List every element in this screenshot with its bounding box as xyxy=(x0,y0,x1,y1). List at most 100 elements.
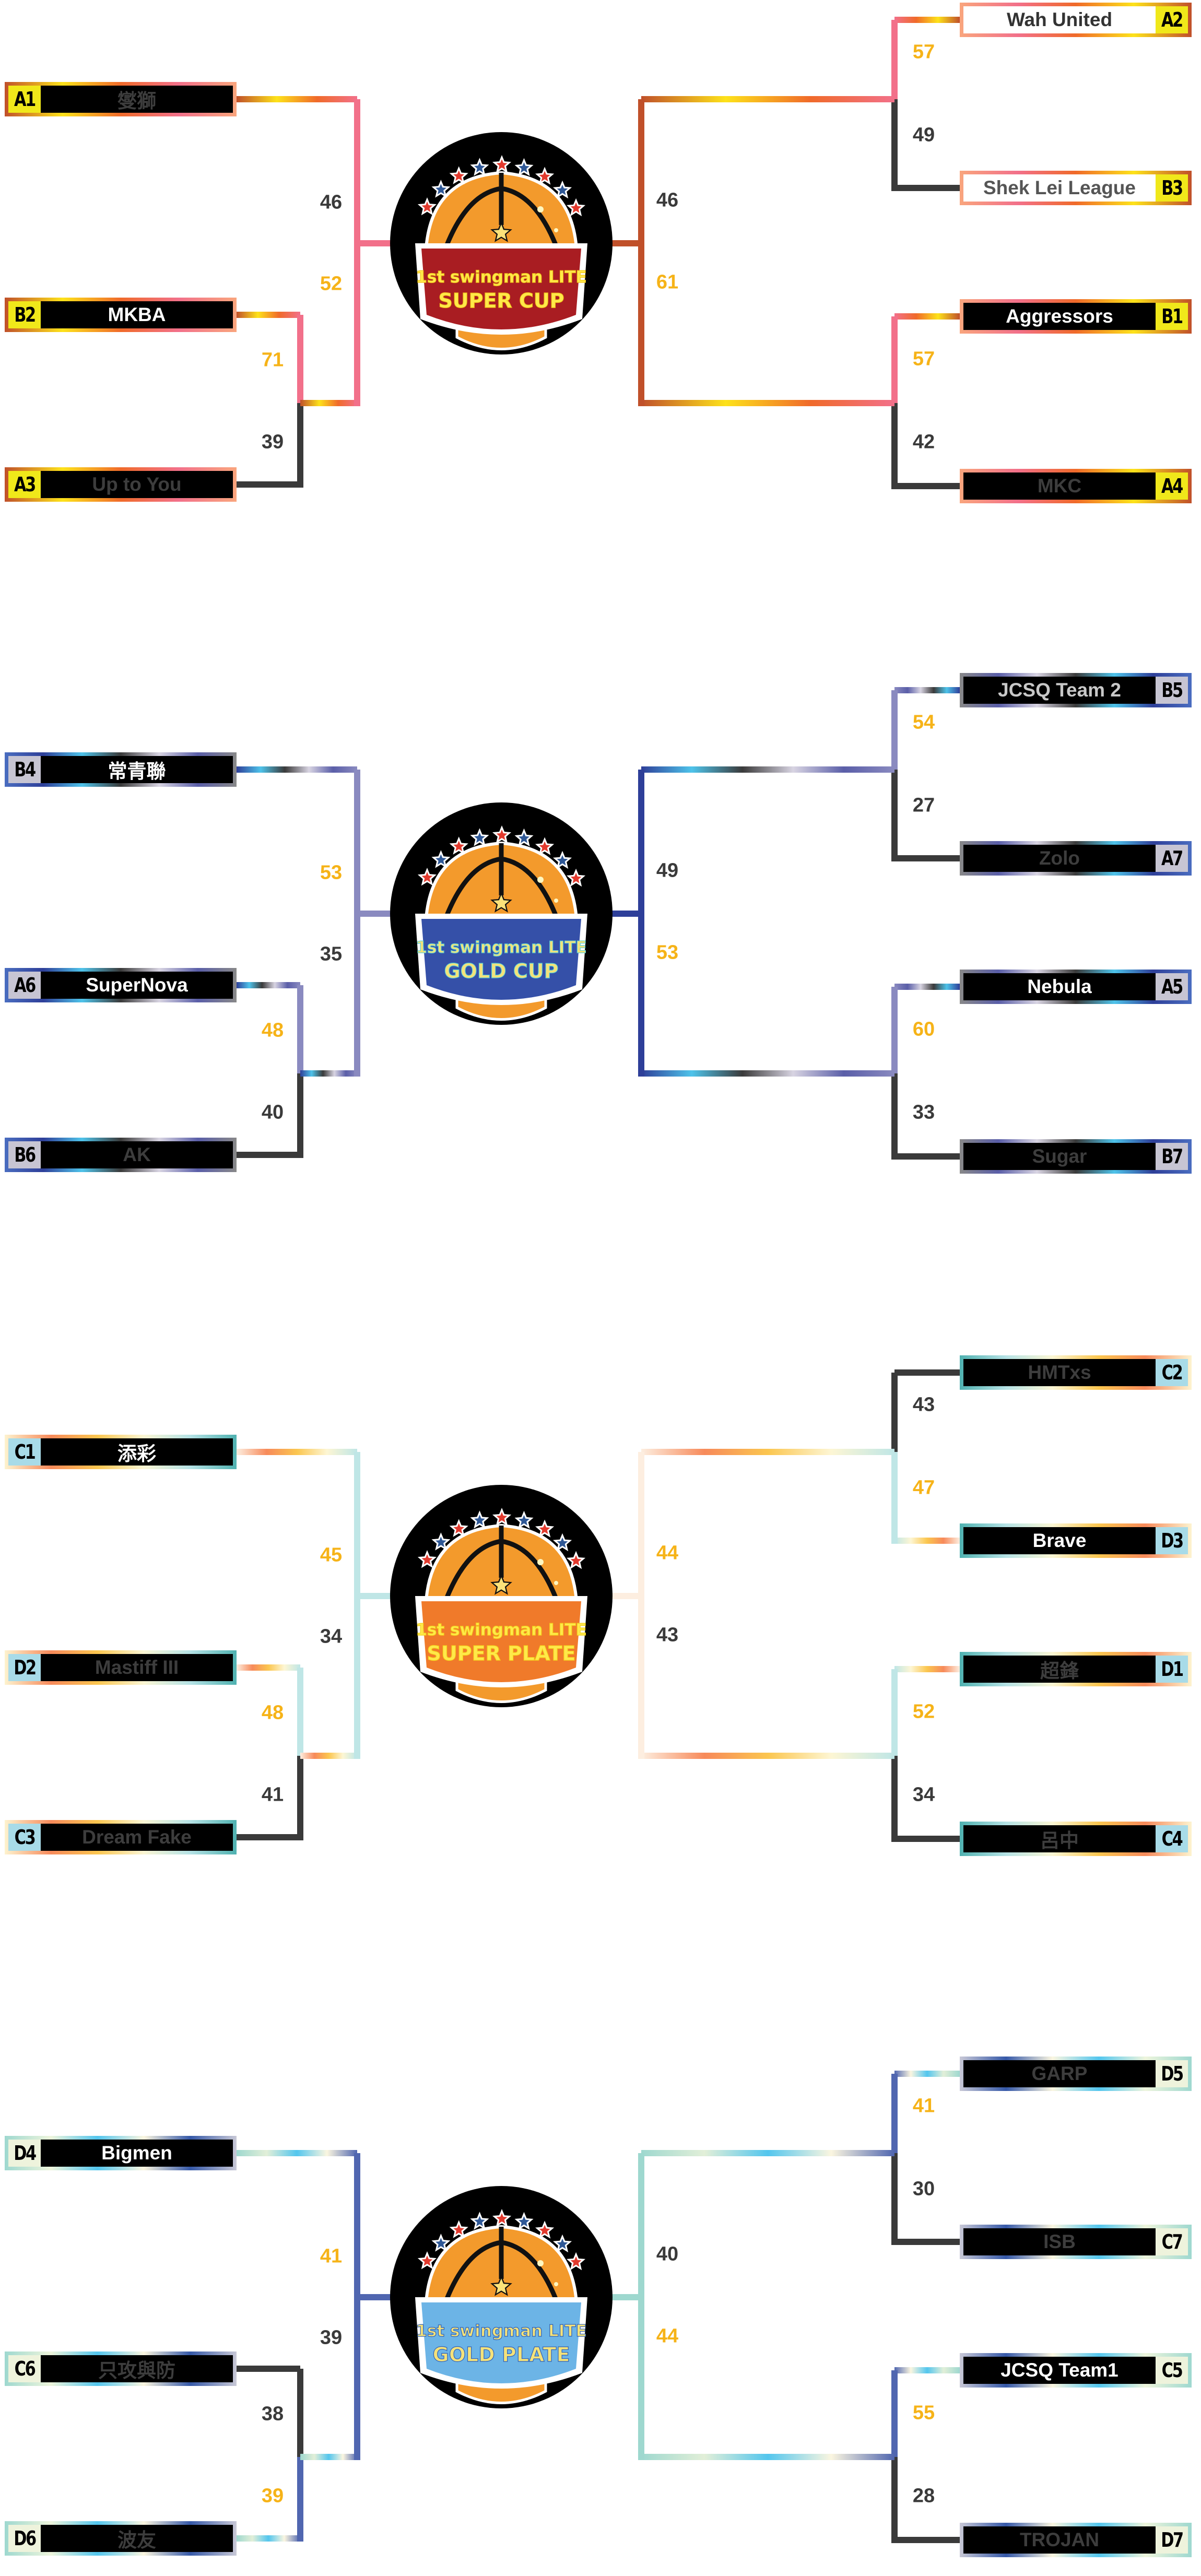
connector-line xyxy=(300,400,357,406)
connector-line xyxy=(894,984,960,990)
trophy-title-line1: 1st swingman LITE xyxy=(416,268,586,287)
connector-line xyxy=(638,99,644,406)
score-label: 55 xyxy=(912,2402,935,2424)
seed-label: A7 xyxy=(1161,847,1183,870)
connector-line xyxy=(891,690,898,773)
connector-line xyxy=(237,766,357,773)
connector-line xyxy=(891,1373,898,1455)
team-box[interactable]: A1 燮獅 xyxy=(5,82,237,116)
connector-line xyxy=(894,687,960,693)
seed-badge: A7 xyxy=(1156,845,1188,872)
team-name: Wah United xyxy=(1006,9,1113,30)
seed-label: A1 xyxy=(14,88,36,111)
connector-line xyxy=(611,240,641,246)
connector-line xyxy=(641,400,894,406)
team-plate: D4 Bigmen xyxy=(8,2140,233,2167)
connector-line xyxy=(357,911,391,917)
team-box[interactable]: Zolo A7 xyxy=(960,841,1192,876)
connector-line xyxy=(894,2537,960,2543)
seed-label: D4 xyxy=(14,2142,37,2165)
connector-line xyxy=(891,1073,898,1160)
team-box[interactable]: D4 Bigmen xyxy=(5,2136,237,2170)
team-name: SuperNova xyxy=(86,974,188,996)
team-box[interactable]: HMTxs C2 xyxy=(960,1355,1192,1390)
seed-badge: D3 xyxy=(1156,1527,1188,1554)
trophy-title-line2: SUPER PLATE xyxy=(427,1642,576,1665)
seed-label: B3 xyxy=(1161,176,1183,199)
team-name: Bigmen xyxy=(101,2142,172,2164)
connector-line xyxy=(891,403,898,489)
connector-line xyxy=(638,2153,644,2460)
score-label: 49 xyxy=(912,124,935,146)
connector-line xyxy=(237,982,300,988)
seed-label: D2 xyxy=(14,1656,37,1679)
connector-line xyxy=(891,1669,898,1759)
connector-line xyxy=(354,770,360,1077)
score-label: 54 xyxy=(912,711,935,734)
seed-label: B7 xyxy=(1161,1145,1183,1168)
team-name: HMTxs xyxy=(1028,1362,1091,1383)
score-label: 45 xyxy=(320,1544,343,1566)
team-name: Aggressors xyxy=(1006,305,1113,327)
team-name: 呂中 xyxy=(1040,1830,1079,1851)
score-label: 44 xyxy=(656,2325,679,2347)
score-label: 44 xyxy=(656,1542,679,1564)
connector-line xyxy=(297,2369,303,2460)
trophy-title-line1: 1st swingman LITE xyxy=(416,938,586,957)
seed-badge: B5 xyxy=(1156,677,1188,704)
connector-line xyxy=(611,911,641,917)
connector-line xyxy=(354,2153,360,2460)
connector-line xyxy=(297,2457,303,2542)
connector-line xyxy=(894,483,960,489)
seed-label: B2 xyxy=(14,303,36,326)
connector-line xyxy=(894,1836,960,1842)
seed-label: D1 xyxy=(1161,1658,1184,1681)
seed-badge: D6 xyxy=(8,2525,41,2552)
score-label: 48 xyxy=(261,1019,284,1042)
connector-line xyxy=(237,312,300,318)
connector-line xyxy=(894,2071,960,2077)
team-name: 常青聯 xyxy=(108,761,166,782)
seed-label: C2 xyxy=(1161,1361,1183,1384)
team-name: ISB xyxy=(1043,2231,1076,2252)
team-name: 燮獅 xyxy=(117,90,156,112)
team-name: 添彩 xyxy=(117,1443,156,1464)
team-name: Zolo xyxy=(1039,847,1080,869)
